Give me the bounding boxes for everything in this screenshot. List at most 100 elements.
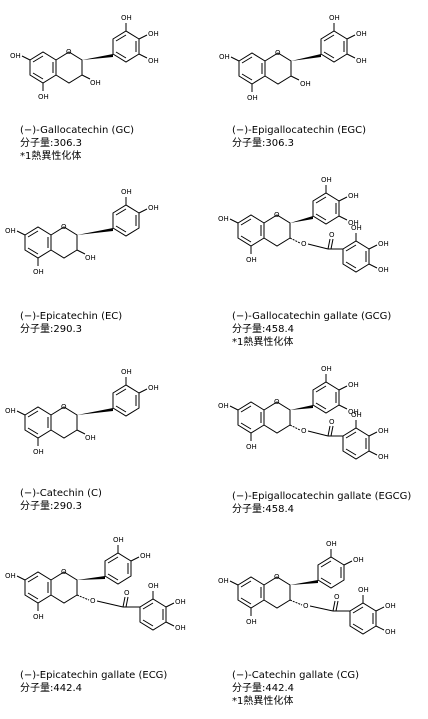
oh-label: OH — [246, 443, 257, 451]
ring-o-label: O — [66, 48, 72, 56]
oh-label: OH — [85, 254, 96, 262]
oh-label: OH — [326, 540, 337, 548]
oh-label: OH — [140, 552, 151, 560]
oh-label: OH — [300, 80, 311, 88]
caption-ec: (−)-Epicatechin (EC) 分子量:290.3 — [20, 310, 122, 336]
oh-label: OH — [218, 402, 229, 410]
oh-label: OH — [358, 586, 369, 594]
molecular-weight: 分子量:306.3 — [232, 138, 294, 149]
ring-o-label: O — [275, 49, 281, 57]
ester-o-label: O — [301, 427, 307, 435]
oh-label: OH — [148, 384, 159, 392]
structure-cg: O O O OH OH OH OH OH OH OH — [218, 540, 396, 636]
oh-label: OH — [321, 176, 332, 184]
ring-o-label: O — [61, 568, 67, 576]
oh-label: OH — [378, 266, 389, 274]
oh-label: OH — [121, 368, 132, 376]
structure-c: O OH OH OH OH OH — [5, 368, 159, 456]
structure-gcg: O O O OH OH OH OH OH OH OH OH — [218, 176, 389, 274]
ring-o-label: O — [274, 573, 280, 581]
compound-name: (−)-Epigallocatechin gallate (EGCG) — [232, 491, 412, 502]
oh-label: OH — [356, 30, 367, 38]
caption-ecg: (−)-Epicatechin gallate (ECG) 分子量:442.4 — [20, 669, 167, 695]
caption-cg: (−)-Catechin gallate (CG) 分子量:442.4 *1熱異… — [232, 669, 359, 708]
compound-name: (−)-Epicatechin gallate (ECG) — [20, 670, 168, 681]
oh-label: OH — [5, 227, 16, 235]
compound-name: (−)-Gallocatechin gallate (GCG) — [232, 311, 392, 322]
oh-label: OH — [175, 598, 186, 606]
oh-label: OH — [378, 453, 389, 461]
oh-label: OH — [121, 14, 132, 22]
ring-o-label: O — [274, 398, 280, 406]
oh-label: OH — [348, 381, 359, 389]
oh-label: OH — [246, 256, 257, 264]
oh-label: OH — [321, 365, 332, 373]
carbonyl-o-label: O — [124, 589, 130, 597]
footnote: *1熱異性化体 — [232, 696, 294, 707]
oh-label: OH — [246, 618, 257, 626]
oh-label: OH — [351, 411, 362, 419]
oh-label: OH — [356, 57, 367, 65]
oh-label: OH — [348, 408, 359, 416]
ester-o-label: O — [301, 240, 307, 248]
carbonyl-o-label: O — [329, 418, 335, 426]
oh-label: OH — [5, 572, 16, 580]
structure-ec: O OH OH OH OH OH — [5, 188, 159, 276]
oh-label: OH — [10, 52, 21, 60]
structure-ecg: O O O OH OH OH OH OH OH OH — [5, 536, 186, 632]
compound-name: (−)-Gallocatechin (GC) — [20, 125, 135, 136]
molecular-weight: 分子量:458.4 — [232, 504, 294, 515]
ester-o-label: O — [303, 602, 309, 610]
compound-name: (−)-Epigallocatechin (EGC) — [232, 125, 367, 136]
oh-label: OH — [218, 577, 229, 585]
oh-label: OH — [329, 14, 340, 22]
oh-label: OH — [113, 536, 124, 544]
carbonyl-o-label: O — [329, 231, 335, 239]
footnote: *1熱異性化体 — [232, 337, 294, 348]
structure-gc: O OH OH OH OH OH OH — [10, 14, 159, 101]
oh-label: OH — [385, 628, 396, 636]
oh-label: OH — [148, 204, 159, 212]
oh-label: OH — [351, 224, 362, 232]
footnote: *1熱異性化体 — [20, 151, 82, 162]
oh-label: OH — [148, 582, 159, 590]
oh-label: OH — [121, 188, 132, 196]
caption-gc: (−)-Gallocatechin (GC) 分子量:306.3 *1熱異性化体 — [20, 124, 134, 163]
caption-egcg: (−)-Epigallocatechin gallate (EGCG) 分子量:… — [232, 490, 411, 516]
oh-label: OH — [378, 427, 389, 435]
molecular-weight: 分子量:458.4 — [232, 324, 294, 335]
oh-label: OH — [33, 268, 44, 276]
oh-label: OH — [33, 448, 44, 456]
ring-o-label: O — [61, 403, 67, 411]
structure-egcg: O O O OH OH OH OH OH OH OH OH — [218, 365, 389, 461]
carbonyl-o-label: O — [334, 593, 340, 601]
oh-label: OH — [218, 215, 229, 223]
molecular-weight: 分子量:442.4 — [232, 683, 294, 694]
oh-label: OH — [175, 624, 186, 632]
compound-name: (−)-Catechin gallate (CG) — [232, 670, 360, 681]
oh-label: OH — [148, 30, 159, 38]
caption-c: (−)-Catechin (C) 分子量:290.3 — [20, 487, 102, 513]
molecular-weight: 分子量:290.3 — [20, 324, 82, 335]
oh-label: OH — [85, 434, 96, 442]
compound-name: (−)-Catechin (C) — [20, 488, 102, 499]
structure-egc: O OH OH OH OH OH OH — [219, 14, 367, 102]
caption-gcg: (−)-Gallocatechin gallate (GCG) 分子量:458.… — [232, 310, 391, 349]
oh-label: OH — [33, 613, 44, 621]
compound-name: (−)-Epicatechin (EC) — [20, 311, 123, 322]
oh-label: OH — [348, 219, 359, 227]
caption-egc: (−)-Epigallocatechin (EGC) 分子量:306.3 — [232, 124, 366, 150]
ester-o-label: O — [90, 597, 96, 605]
oh-label: OH — [219, 53, 230, 61]
molecular-weight: 分子量:442.4 — [20, 683, 82, 694]
ring-o-label: O — [61, 223, 67, 231]
oh-label: OH — [90, 79, 101, 87]
oh-label: OH — [38, 93, 49, 101]
oh-label: OH — [148, 57, 159, 65]
oh-label: OH — [5, 407, 16, 415]
ring-o-label: O — [274, 211, 280, 219]
molecular-weight: 分子量:306.3 — [20, 138, 82, 149]
oh-label: OH — [385, 602, 396, 610]
oh-label: OH — [247, 94, 258, 102]
oh-label: OH — [378, 240, 389, 248]
